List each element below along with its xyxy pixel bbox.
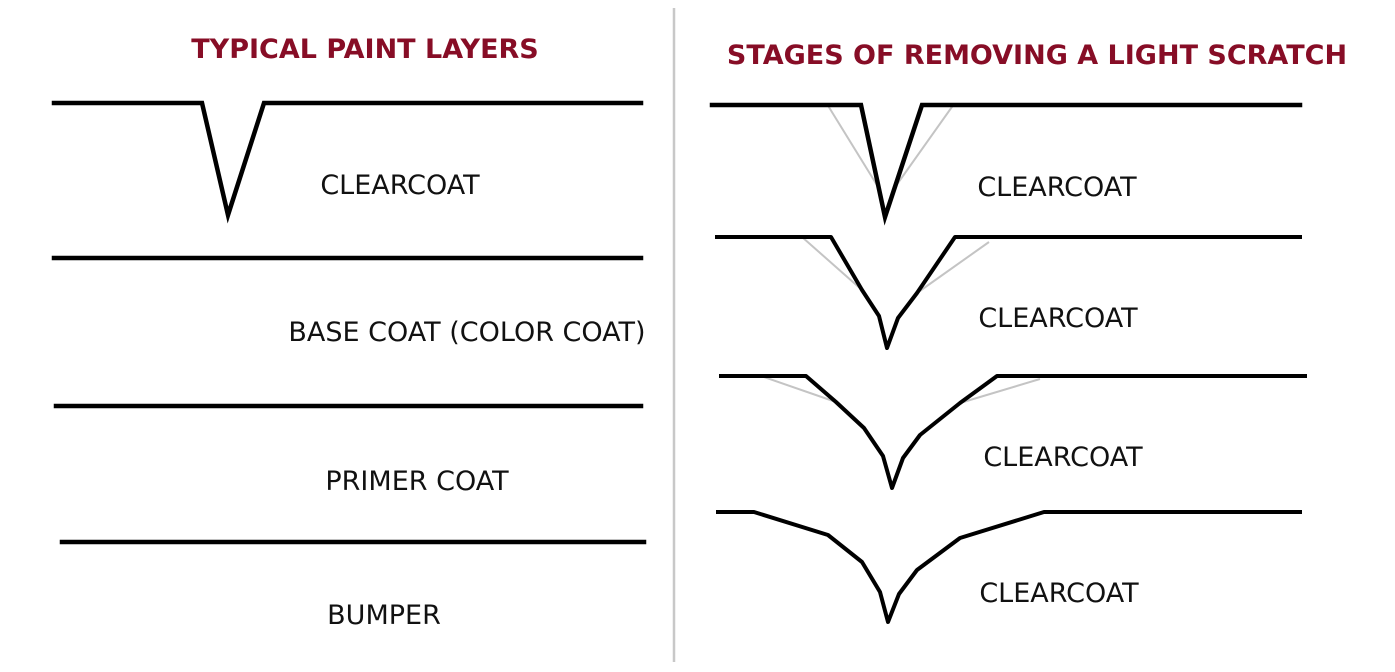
layer-label-clearcoat: CLEARCOAT <box>320 170 480 201</box>
stage-1-label: CLEARCOAT <box>977 172 1137 203</box>
stage-4-label: CLEARCOAT <box>979 578 1139 609</box>
stage-3-label: CLEARCOAT <box>983 442 1143 473</box>
scratch-stage-2: CLEARCOAT <box>715 235 1302 350</box>
stage-4-scratch-profile <box>716 510 1302 624</box>
scratch-stage-1: CLEARCOAT <box>709 102 1303 226</box>
scratch-stage-4: CLEARCOAT <box>716 510 1302 624</box>
clearcoat-surface-with-scratch <box>51 100 644 224</box>
stage-3-scratch-profile <box>719 374 1307 490</box>
stage-2-scratch-profile <box>715 235 1302 350</box>
right-panel: STAGES OF REMOVING A LIGHT SCRATCH CLEAR… <box>709 40 1347 624</box>
stage-2-guide-lines <box>801 236 990 294</box>
stage-1-scratch-profile <box>709 102 1303 226</box>
left-panel: TYPICAL PAINT LAYERS CLEARCOAT BASE COAT… <box>51 34 647 631</box>
stage-1-guide-lines <box>826 103 955 191</box>
scratch-stage-3: CLEARCOAT <box>719 374 1307 490</box>
right-panel-heading: STAGES OF REMOVING A LIGHT SCRATCH <box>727 40 1347 71</box>
layer-label-bumper: BUMPER <box>327 600 441 631</box>
stage-2-label: CLEARCOAT <box>978 303 1138 334</box>
layer-label-primer-coat: PRIMER COAT <box>325 466 509 497</box>
stage-3-guide-lines <box>760 375 1041 404</box>
left-panel-heading: TYPICAL PAINT LAYERS <box>191 34 539 65</box>
layer-label-base-coat: BASE COAT (COLOR COAT) <box>288 317 645 348</box>
